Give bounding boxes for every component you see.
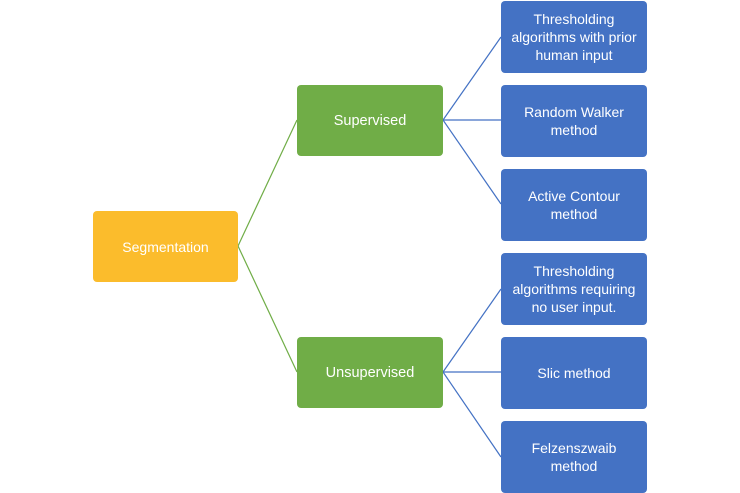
root-node-label: Segmentation	[122, 238, 209, 255]
branch-node-label: Unsupervised	[325, 364, 415, 381]
leaf-node-random-walker: Random Walker method	[501, 85, 647, 157]
branch-node-label: Supervised	[333, 112, 407, 129]
leaf-node-thresholding-no-input: Thresholding algorithms requiring no use…	[501, 253, 647, 325]
connector-root-unsupervised	[237, 245, 298, 373]
leaf-node-felzenszwaib: Felzenszwaib method	[501, 421, 647, 493]
leaf-node-label: Active Contour method	[528, 188, 620, 222]
leaf-node-label: Slic method	[537, 365, 611, 381]
branch-node-supervised: Supervised	[297, 85, 443, 156]
leaf-node-label: Thresholding algorithms requiring no use…	[512, 263, 636, 315]
leaf-node-label: Felzenszwaib method	[531, 440, 617, 474]
leaf-node-slic: Slic method	[501, 337, 647, 409]
connector-unsupervised-leaf-5	[442, 371, 502, 458]
connector-unsupervised-leaf-3	[442, 288, 502, 373]
connector-supervised-leaf-2	[442, 119, 502, 205]
leaf-node-label: Random Walker method	[524, 104, 624, 138]
connector-supervised-leaf-0	[442, 36, 502, 121]
root-node-segmentation: Segmentation	[93, 211, 238, 282]
leaf-node-label: Thresholding algorithms with prior human…	[511, 11, 637, 63]
leaf-node-active-contour: Active Contour method	[501, 169, 647, 241]
leaf-node-thresholding-prior-input: Thresholding algorithms with prior human…	[501, 1, 647, 73]
connector-root-supervised	[237, 119, 298, 247]
branch-node-unsupervised: Unsupervised	[297, 337, 443, 408]
